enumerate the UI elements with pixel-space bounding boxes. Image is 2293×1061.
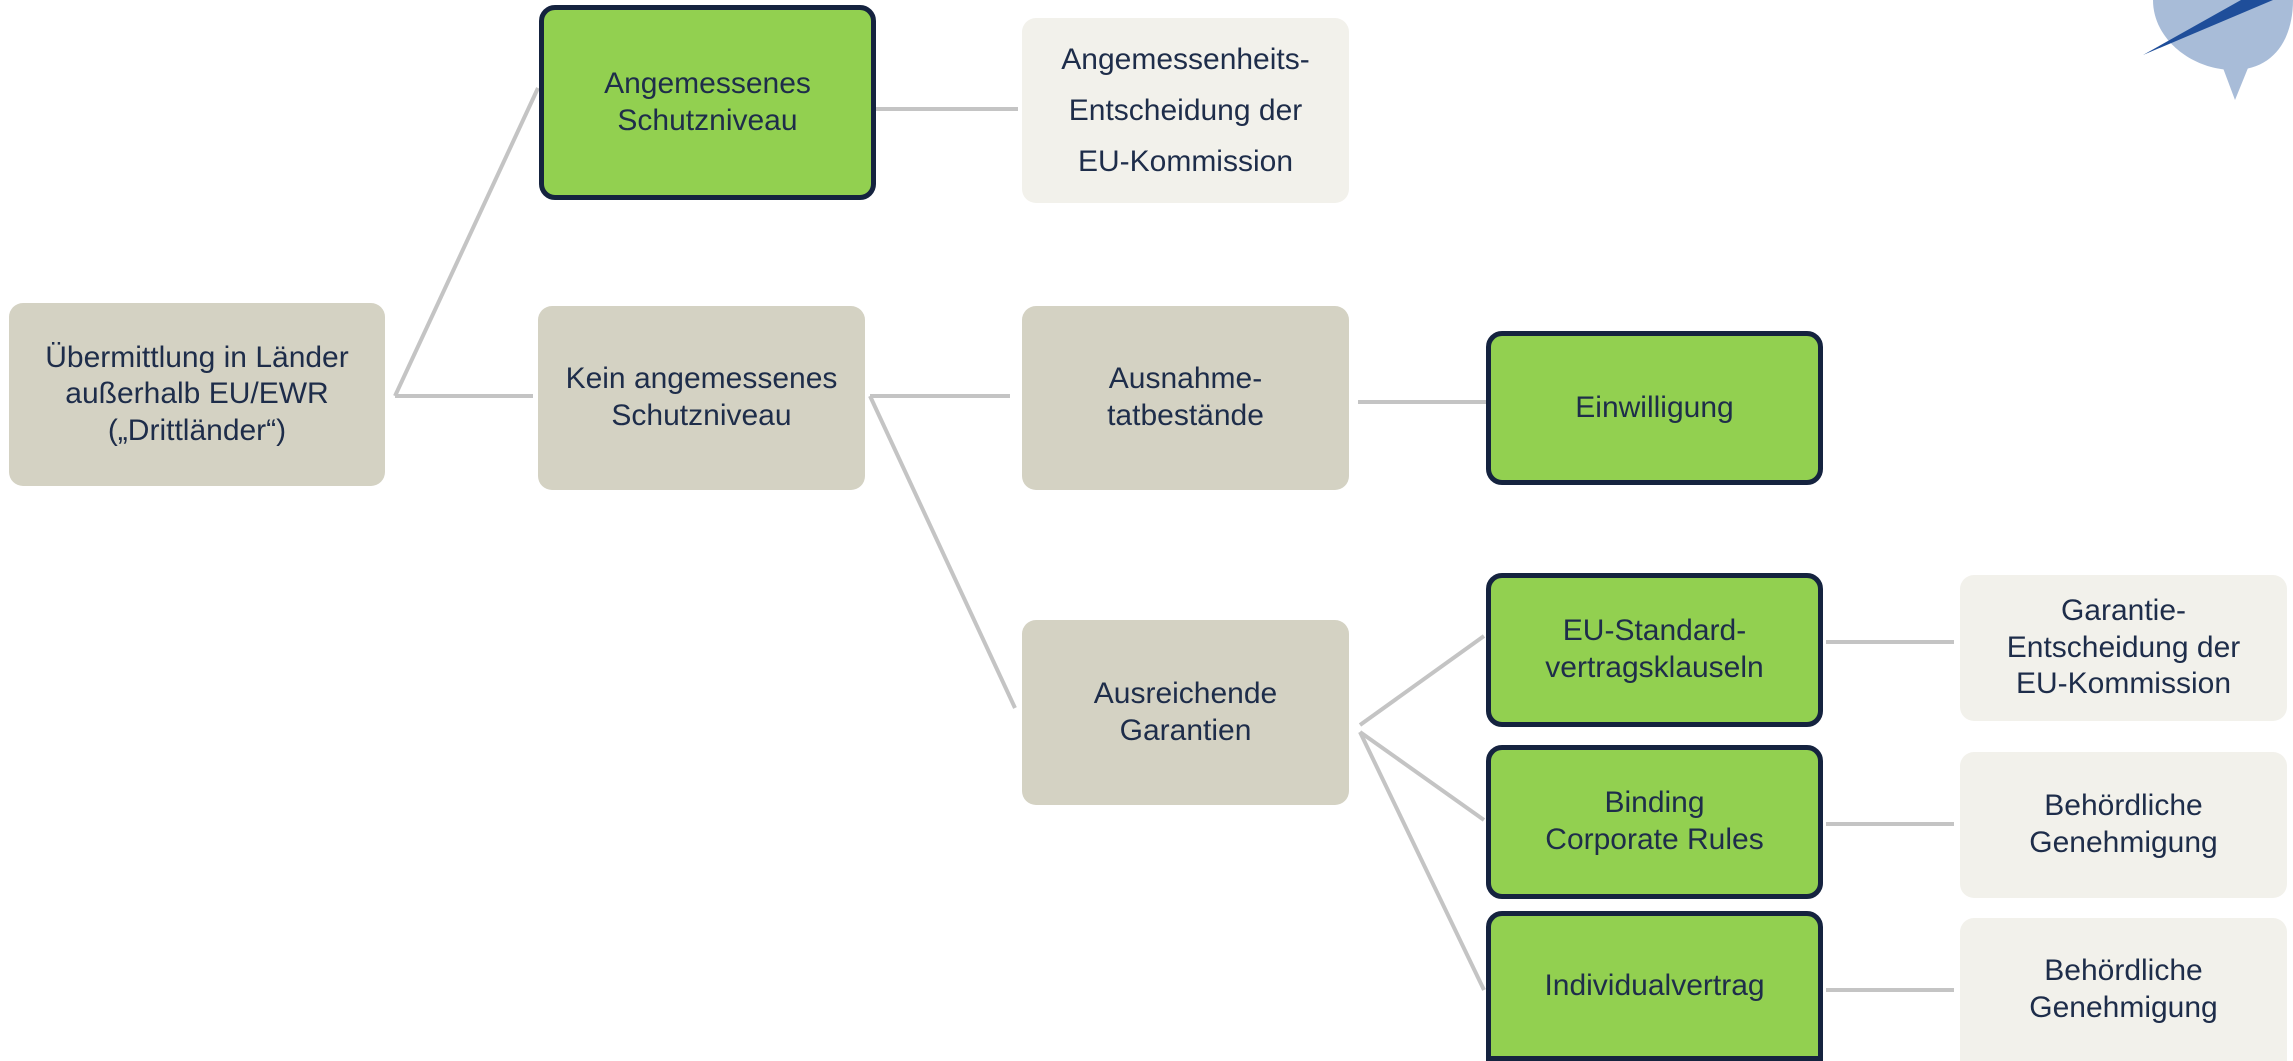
node-scc-decision: Garantie- Entscheidung der EU-Kommission (1960, 575, 2287, 721)
node-root-label: Übermittlung in Länder außerhalb EU/EWR … (45, 340, 349, 447)
connector-safeguards-scc (1358, 634, 1486, 727)
connector-safeguards-bcr (1358, 730, 1486, 822)
node-consent: Einwilligung (1486, 331, 1823, 485)
node-bcr-approval: Behördliche Genehmigung (1960, 752, 2287, 898)
node-adequacy-decision: Angemessenheits- Entscheidung der EU-Kom… (1022, 18, 1349, 203)
node-individual-approval-label: Behördliche Genehmigung (2029, 953, 2218, 1024)
node-exceptions-label: Ausnahme- tatbestände (1107, 362, 1264, 432)
node-sufficient-safeguards: Ausreichende Garantien (1022, 620, 1349, 805)
speech-bubble-logo-icon (2143, 0, 2293, 100)
node-adequate-protection-label: Angemessenes Schutzniveau (604, 66, 811, 137)
node-binding-corporate-rules-label: Binding Corporate Rules (1545, 786, 1764, 856)
node-standard-contractual-clauses-label: EU-Standard- vertragsklauseln (1545, 614, 1764, 684)
node-individual-approval: Behördliche Genehmigung (1960, 918, 2287, 1061)
node-consent-label: Einwilligung (1575, 390, 1734, 424)
connector-safeguards-individual (1358, 731, 1486, 991)
node-individual-contract: Individualvertrag (1486, 911, 1823, 1061)
node-adequacy-decision-label: Angemessenheits- Entscheidung der EU-Kom… (1061, 43, 1310, 178)
node-no-adequate-protection-label: Kein angemessenes Schutzniveau (565, 362, 838, 432)
node-standard-contractual-clauses: EU-Standard- vertragsklauseln (1486, 573, 1823, 727)
node-binding-corporate-rules: Binding Corporate Rules (1486, 745, 1823, 899)
node-individual-contract-label: Individualvertrag (1544, 968, 1765, 1002)
node-bcr-approval-label: Behördliche Genehmigung (2029, 789, 2218, 859)
node-sufficient-safeguards-label: Ausreichende Garantien (1093, 676, 1278, 747)
node-exceptions: Ausnahme- tatbestände (1022, 306, 1349, 490)
node-adequate-protection: Angemessenes Schutzniveau (539, 5, 876, 200)
node-root: Übermittlung in Länder außerhalb EU/EWR … (9, 303, 385, 486)
connector-root-adequate (393, 87, 540, 397)
connector-not-adequate-safeguards (868, 395, 1017, 709)
node-no-adequate-protection: Kein angemessenes Schutzniveau (538, 306, 865, 490)
node-scc-decision-label: Garantie- Entscheidung der EU-Kommission (2006, 594, 2241, 701)
